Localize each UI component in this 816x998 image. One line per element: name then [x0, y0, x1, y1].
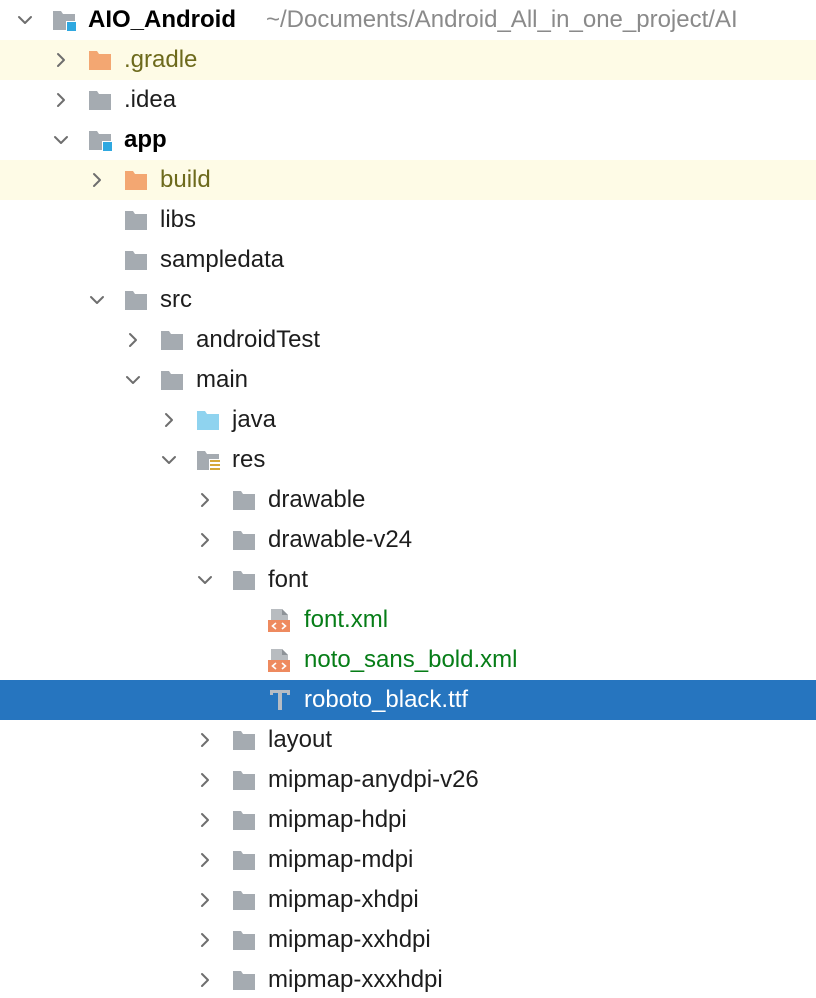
- chevron-down-icon[interactable]: [196, 571, 214, 589]
- tree-item-label: build: [160, 166, 211, 193]
- tree-row[interactable]: .idea: [0, 80, 816, 120]
- folder-icon: [124, 248, 148, 272]
- project-path: ~/Documents/Android_All_in_one_project/A…: [266, 6, 738, 33]
- folder-icon: [232, 928, 256, 952]
- chevron-right-icon[interactable]: [196, 851, 214, 869]
- tree-item-label: res: [232, 446, 266, 473]
- source-folder-icon: [196, 408, 220, 432]
- module-folder-icon: [88, 128, 112, 152]
- chevron-right-icon[interactable]: [196, 731, 214, 749]
- tree-item-label: .idea: [124, 86, 177, 113]
- module-folder-icon: [52, 8, 76, 32]
- tree-item-label: .gradle: [124, 46, 198, 73]
- chevron-right-icon[interactable]: [196, 891, 214, 909]
- tree-row[interactable]: .gradle: [0, 40, 816, 80]
- tree-item-label: main: [196, 366, 249, 393]
- chevron-right-icon[interactable]: [196, 811, 214, 829]
- tree-row[interactable]: font.xml: [0, 600, 816, 640]
- tree-item-label: mipmap-xhdpi: [268, 886, 419, 913]
- folder-icon: [232, 808, 256, 832]
- tree-item-label: src: [160, 286, 192, 313]
- tree-row[interactable]: sampledata: [0, 240, 816, 280]
- tree-item-label: layout: [268, 726, 333, 753]
- folder-icon: [232, 888, 256, 912]
- xml-file-icon: [268, 648, 292, 672]
- tree-row[interactable]: main: [0, 360, 816, 400]
- chevron-right-icon[interactable]: [52, 91, 70, 109]
- tree-row[interactable]: java: [0, 400, 816, 440]
- tree-item-label: mipmap-xxhdpi: [268, 926, 431, 953]
- tree-row[interactable]: roboto_black.ttf: [0, 680, 816, 720]
- folder-icon: [160, 328, 184, 352]
- tree-item-label: drawable: [268, 486, 366, 513]
- tree-item-label: mipmap-anydpi-v26: [268, 766, 479, 793]
- tree-row[interactable]: res: [0, 440, 816, 480]
- tree-row[interactable]: mipmap-hdpi: [0, 800, 816, 840]
- chevron-right-icon[interactable]: [52, 51, 70, 69]
- tree-item-label: drawable-v24: [268, 526, 413, 553]
- resource-folder-icon: [196, 448, 220, 472]
- tree-row[interactable]: mipmap-xhdpi: [0, 880, 816, 920]
- folder-icon: [232, 768, 256, 792]
- folder-icon: [160, 368, 184, 392]
- chevron-right-icon[interactable]: [196, 971, 214, 989]
- tree-row[interactable]: drawable-v24: [0, 520, 816, 560]
- folder-icon: [88, 88, 112, 112]
- tree-row[interactable]: src: [0, 280, 816, 320]
- tree-row[interactable]: androidTest: [0, 320, 816, 360]
- chevron-right-icon[interactable]: [124, 331, 142, 349]
- excluded-folder-icon: [88, 48, 112, 72]
- tree-row[interactable]: build: [0, 160, 816, 200]
- tree-row[interactable]: mipmap-mdpi: [0, 840, 816, 880]
- tree-row[interactable]: libs: [0, 200, 816, 240]
- tree-item-label: java: [232, 406, 277, 433]
- tree-item-label: libs: [160, 206, 197, 233]
- tree-row[interactable]: app: [0, 120, 816, 160]
- excluded-folder-icon: [124, 168, 148, 192]
- tree-row[interactable]: noto_sans_bold.xml: [0, 640, 816, 680]
- folder-icon: [232, 728, 256, 752]
- tree-item-label: font: [268, 566, 309, 593]
- tree-item-label: roboto_black.ttf: [304, 686, 469, 713]
- tree-row[interactable]: font: [0, 560, 816, 600]
- chevron-down-icon[interactable]: [88, 291, 106, 309]
- tree-item-label: noto_sans_bold.xml: [304, 646, 518, 673]
- tree-item-label: AIO_Android: [88, 6, 236, 33]
- chevron-right-icon[interactable]: [196, 531, 214, 549]
- font-file-icon: [268, 688, 292, 712]
- tree-row[interactable]: mipmap-xxxhdpi: [0, 960, 816, 998]
- folder-icon: [232, 568, 256, 592]
- tree-item-label: font.xml: [304, 606, 389, 633]
- tree-row[interactable]: mipmap-xxhdpi: [0, 920, 816, 960]
- chevron-down-icon[interactable]: [160, 451, 178, 469]
- folder-icon: [232, 968, 256, 992]
- tree-row[interactable]: mipmap-anydpi-v26: [0, 760, 816, 800]
- folder-icon: [232, 528, 256, 552]
- folder-icon: [232, 488, 256, 512]
- chevron-right-icon[interactable]: [160, 411, 178, 429]
- chevron-right-icon[interactable]: [196, 771, 214, 789]
- chevron-down-icon[interactable]: [124, 371, 142, 389]
- tree-item-label: mipmap-xxxhdpi: [268, 966, 443, 993]
- folder-icon: [124, 208, 148, 232]
- tree-item-label: sampledata: [160, 246, 285, 273]
- chevron-down-icon[interactable]: [52, 131, 70, 149]
- tree-row[interactable]: layout: [0, 720, 816, 760]
- xml-file-icon: [268, 608, 292, 632]
- tree-item-label: app: [124, 126, 167, 153]
- chevron-right-icon[interactable]: [196, 491, 214, 509]
- chevron-right-icon[interactable]: [196, 931, 214, 949]
- tree-item-label: mipmap-hdpi: [268, 806, 407, 833]
- tree-item-label: androidTest: [196, 326, 321, 353]
- folder-icon: [124, 288, 148, 312]
- tree-item-label: mipmap-mdpi: [268, 846, 414, 873]
- chevron-right-icon[interactable]: [88, 171, 106, 189]
- chevron-down-icon[interactable]: [16, 11, 34, 29]
- tree-row[interactable]: AIO_Android ~/Documents/Android_All_in_on…: [0, 0, 816, 40]
- folder-icon: [232, 848, 256, 872]
- tree-row[interactable]: drawable: [0, 480, 816, 520]
